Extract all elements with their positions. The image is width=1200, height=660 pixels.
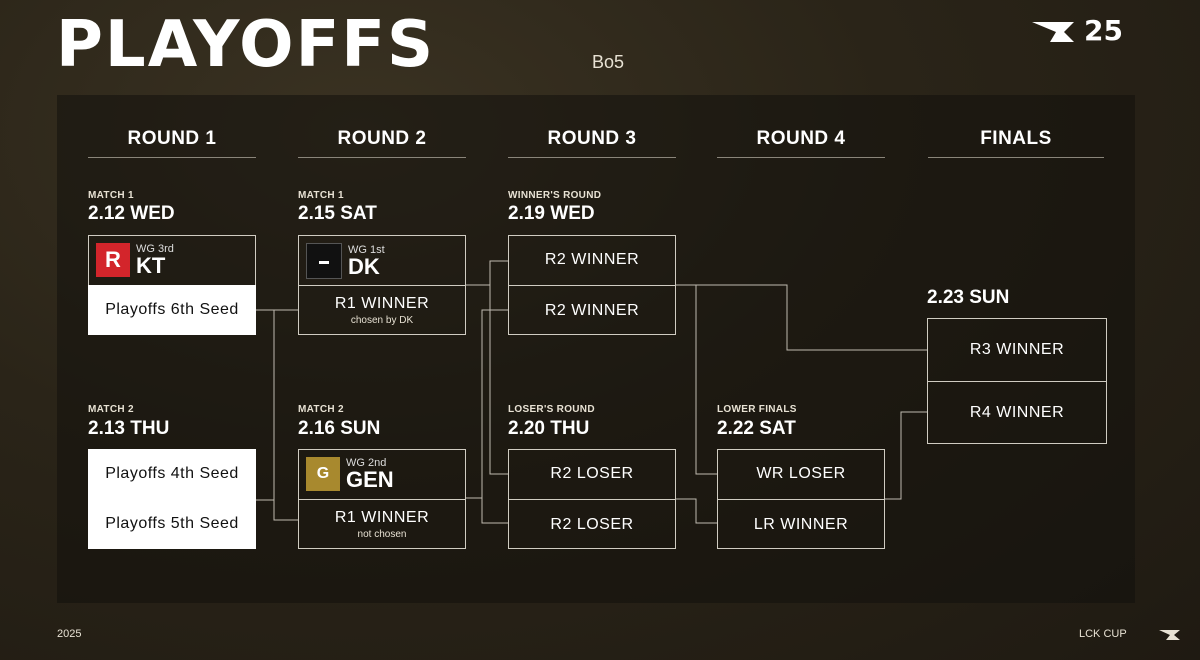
dk-logo-icon: ▬ (306, 243, 342, 279)
round-header-4: ROUND 4 (756, 128, 846, 149)
team-name: GEN (346, 467, 394, 492)
team-kt: R WG 3rd KT (96, 243, 174, 277)
team-name: KT (136, 253, 166, 278)
match-date: 2.22 SAT (717, 418, 796, 439)
match-label: LOSER'S ROUND (508, 404, 595, 415)
team-name: DK (348, 254, 380, 279)
slot-opponent: Playoffs 6th Seed (88, 285, 256, 335)
footer-year: 2025 (57, 628, 82, 640)
slot-note: not chosen (357, 529, 407, 540)
lck-small-logo-icon (1159, 630, 1180, 640)
match-date: 2.13 THU (88, 418, 170, 439)
header-divider (928, 157, 1104, 158)
match-label: MATCH 2 (298, 404, 344, 415)
match-label: MATCH 1 (88, 190, 134, 201)
slot-opponent: R1 WINNER not chosen (298, 499, 466, 549)
format-label: Bo5 (592, 52, 625, 72)
header-divider (298, 157, 466, 158)
slot-2: Playoffs 5th Seed (105, 515, 239, 532)
match-label: WINNER'S ROUND (508, 190, 602, 201)
match-label: LOWER FINALS (717, 404, 797, 415)
team-gen: G WG 2nd GEN (306, 457, 394, 491)
team-seed: WG 2nd (346, 457, 387, 469)
match-date: 2.23 SUN (927, 287, 1010, 308)
kt-logo-icon: R (96, 243, 130, 277)
round-header-finals: FINALS (980, 128, 1052, 149)
slot-1: WR LOSER (756, 465, 846, 482)
slot-1: R2 LOSER (550, 465, 634, 482)
lck-logo-icon (1032, 22, 1074, 42)
slot-2: R2 LOSER (508, 499, 676, 549)
gen-logo-icon: G (306, 457, 340, 491)
slot-2: R4 WINNER (927, 381, 1107, 444)
header-divider (88, 157, 256, 158)
match-date: 2.19 WED (508, 203, 595, 224)
round-header-1: ROUND 1 (127, 128, 217, 149)
match-date: 2.20 THU (508, 418, 590, 439)
match-date: 2.15 SAT (298, 203, 377, 224)
header-divider (508, 157, 676, 158)
team-seed: WG 3rd (136, 243, 174, 255)
match-label: MATCH 1 (298, 190, 344, 201)
slot-2: LR WINNER (717, 499, 885, 549)
header-divider (717, 157, 885, 158)
round-header-3: ROUND 3 (547, 128, 637, 149)
slot-1: R2 WINNER (544, 251, 640, 268)
match-date: 2.16 SUN (298, 418, 381, 439)
slot-1: R3 WINNER (969, 340, 1065, 358)
team-seed: WG 1st (348, 244, 385, 256)
page-title: PLAYOFFS (56, 8, 436, 82)
slot-1: Playoffs 4th Seed (105, 465, 239, 482)
logo-number: 25 (1084, 14, 1123, 47)
team-dk: ▬ WG 1st DK (306, 243, 385, 279)
match-label: MATCH 2 (88, 404, 134, 415)
round-header-2: ROUND 2 (337, 128, 427, 149)
slot-2: R2 WINNER (508, 285, 676, 335)
slot-opponent: R1 WINNER chosen by DK (298, 285, 466, 335)
match-card-r1m2[interactable]: Playoffs 4th Seed Playoffs 5th Seed (88, 449, 256, 549)
slot-note: chosen by DK (350, 315, 414, 326)
footer-brand: LCK CUP (1079, 628, 1127, 640)
match-date: 2.12 WED (88, 203, 175, 224)
